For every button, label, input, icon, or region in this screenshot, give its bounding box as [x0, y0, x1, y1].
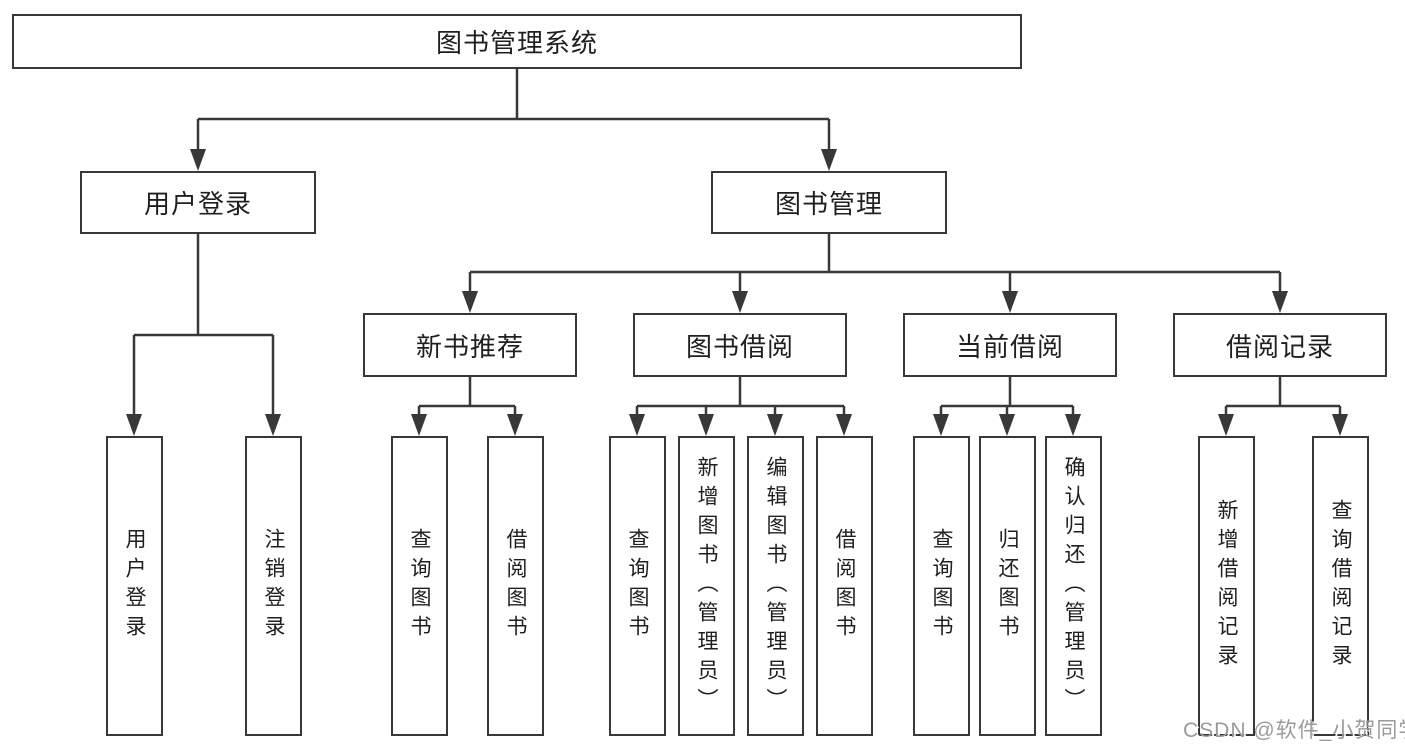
leaf-confirm-return-admin: 确认归还（管理员）: [1045, 436, 1102, 736]
arrowhead: [507, 414, 523, 436]
arrowhead: [1272, 291, 1288, 313]
node-book-management: 图书管理: [711, 171, 947, 234]
node-book-borrowing: 图书借阅: [633, 313, 847, 377]
leaf-return-books: 归还图书: [979, 436, 1036, 736]
root-node-system: 图书管理系统: [12, 14, 1022, 69]
arrowhead: [462, 291, 478, 313]
leaf-borrow-books: 借阅图书: [816, 436, 873, 736]
arrowhead: [411, 414, 427, 436]
arrowhead: [126, 414, 142, 436]
arrowhead: [836, 414, 852, 436]
node-borrowing-records: 借阅记录: [1173, 313, 1387, 377]
arrowhead: [265, 414, 281, 436]
csdn-watermark: CSDN @软件_小贺同学: [1183, 719, 1405, 742]
arrowhead: [767, 414, 783, 436]
arrowhead: [933, 414, 949, 436]
leaf-user-login: 用户登录: [106, 436, 163, 736]
leaf-add-books-admin: 新增图书（管理员）: [678, 436, 735, 736]
leaf-recommend-borrow-books: 借阅图书: [487, 436, 544, 736]
arrowhead: [1065, 414, 1081, 436]
arrowhead: [1002, 291, 1018, 313]
node-current-borrowing: 当前借阅: [903, 313, 1117, 377]
arrowhead: [1332, 414, 1348, 436]
arrowhead: [821, 149, 837, 171]
arrowhead: [1218, 414, 1234, 436]
arrowhead: [732, 291, 748, 313]
leaf-add-borrow-record: 新增借阅记录: [1198, 436, 1255, 736]
node-new-book-recommend: 新书推荐: [363, 313, 577, 377]
arrowhead: [999, 414, 1015, 436]
leaf-query-borrow-record: 查询借阅记录: [1312, 436, 1369, 736]
connector-path: [132, 69, 1342, 415]
arrowhead: [698, 414, 714, 436]
arrowhead: [190, 149, 206, 171]
leaf-borrowing-query-books: 查询图书: [609, 436, 666, 736]
leaf-recommend-query-books: 查询图书: [391, 436, 448, 736]
leaf-current-query-books: 查询图书: [913, 436, 970, 736]
node-user-login: 用户登录: [80, 171, 316, 234]
leaf-edit-books-admin: 编辑图书（管理员）: [747, 436, 804, 736]
arrowhead: [629, 414, 645, 436]
leaf-logout: 注销登录: [245, 436, 302, 736]
